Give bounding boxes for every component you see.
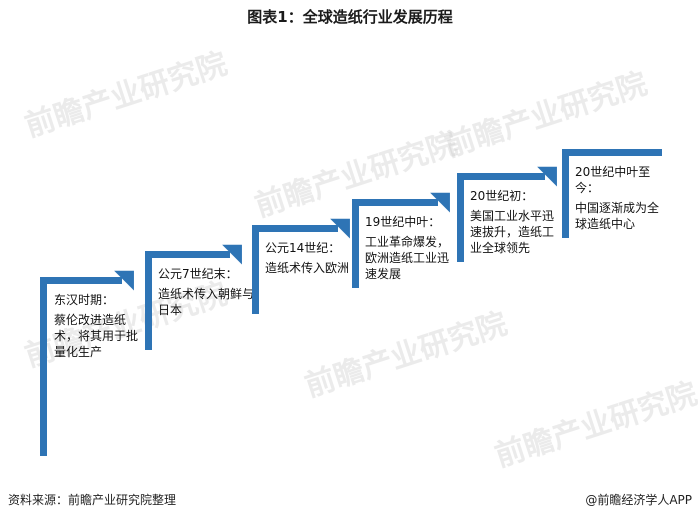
- step-heading: 公元14世纪：: [265, 241, 341, 255]
- step-body: 中国逐渐成为全球造纸中心: [575, 201, 660, 231]
- source-note: 资料来源：前瞻产业研究院整理: [8, 493, 177, 507]
- step-text: 19世纪中叶： 工业革命爆发，欧洲造纸工业迅速发展: [365, 214, 449, 282]
- step-1: 东汉时期： 造纸术传入朝鲜与日本 蔡伦改进造纸术，将其用于批量化生产: [40, 256, 150, 456]
- step-body: 造纸术传入欧洲: [265, 261, 350, 275]
- step-5: 20世纪初： 美国工业水平迅速拔升，造纸工业全球领先: [457, 152, 567, 262]
- step-body: 工业革命爆发，欧洲造纸工业迅速发展: [365, 235, 450, 281]
- step-top-bar: [252, 225, 338, 232]
- step-arrow-corner: [222, 234, 252, 265]
- step-heading: 20世纪初：: [470, 189, 534, 203]
- step-4: 19世纪中叶： 工业革命爆发，欧洲造纸工业迅速发展: [352, 178, 462, 288]
- watermark: 前瞻产业研究院: [20, 46, 232, 145]
- step-top-bar: [40, 277, 122, 284]
- step-top-bar: [145, 251, 230, 258]
- step-side-bar: [562, 149, 569, 238]
- step-text: 东汉时期： 造纸术传入朝鲜与日本 蔡伦改进造纸术，将其用于批量化生产: [54, 292, 146, 360]
- step-text: 20世纪中叶至今： 中国逐渐成为全球造纸中心: [575, 164, 661, 232]
- brand-note: @前瞻经济学人APP: [585, 493, 692, 507]
- step-side-bar: [40, 277, 47, 456]
- step-heading: 20世纪中叶至今：: [575, 165, 651, 195]
- watermark: 前瞻产业研究院: [490, 376, 700, 475]
- step-arrow-corner: [114, 260, 144, 291]
- chart-title: 图表1：全球造纸行业发展历程: [247, 8, 453, 26]
- step-heading: 公元7世纪末：: [158, 267, 238, 281]
- step-3: 公元14世纪： 造纸术传入欧洲: [252, 204, 362, 314]
- step-2: 公元7世纪末： 造纸术传入朝鲜与日本: [145, 230, 255, 350]
- step-body: 美国工业水平迅速拔升，造纸工业全球领先: [470, 209, 555, 255]
- step-side-bar: [352, 199, 359, 288]
- step-text: 公元7世纪末： 造纸术传入朝鲜与日本: [158, 266, 260, 318]
- step-side-bar: [457, 173, 464, 262]
- step-heading: 东汉时期：: [54, 293, 115, 307]
- step-top-bar: [352, 199, 438, 206]
- watermark: 前瞻产业研究院: [300, 306, 512, 405]
- step-side-bar: [252, 225, 259, 314]
- step-arrow-corner: [430, 182, 460, 213]
- step-side-bar: [145, 251, 152, 350]
- step-text: 20世纪初： 美国工业水平迅速拔升，造纸工业全球领先: [470, 188, 554, 256]
- step-text: 公元14世纪： 造纸术传入欧洲: [265, 240, 357, 276]
- step-heading: 19世纪中叶：: [365, 215, 441, 229]
- step-body: 造纸术传入朝鲜与日本: [158, 287, 255, 317]
- step-top-bar: [562, 149, 662, 156]
- step-body: 蔡伦改进造纸术，将其用于批量化生产: [54, 313, 139, 359]
- step-top-bar: [457, 173, 545, 180]
- step-6: 20世纪中叶至今： 中国逐渐成为全球造纸中心: [562, 128, 672, 238]
